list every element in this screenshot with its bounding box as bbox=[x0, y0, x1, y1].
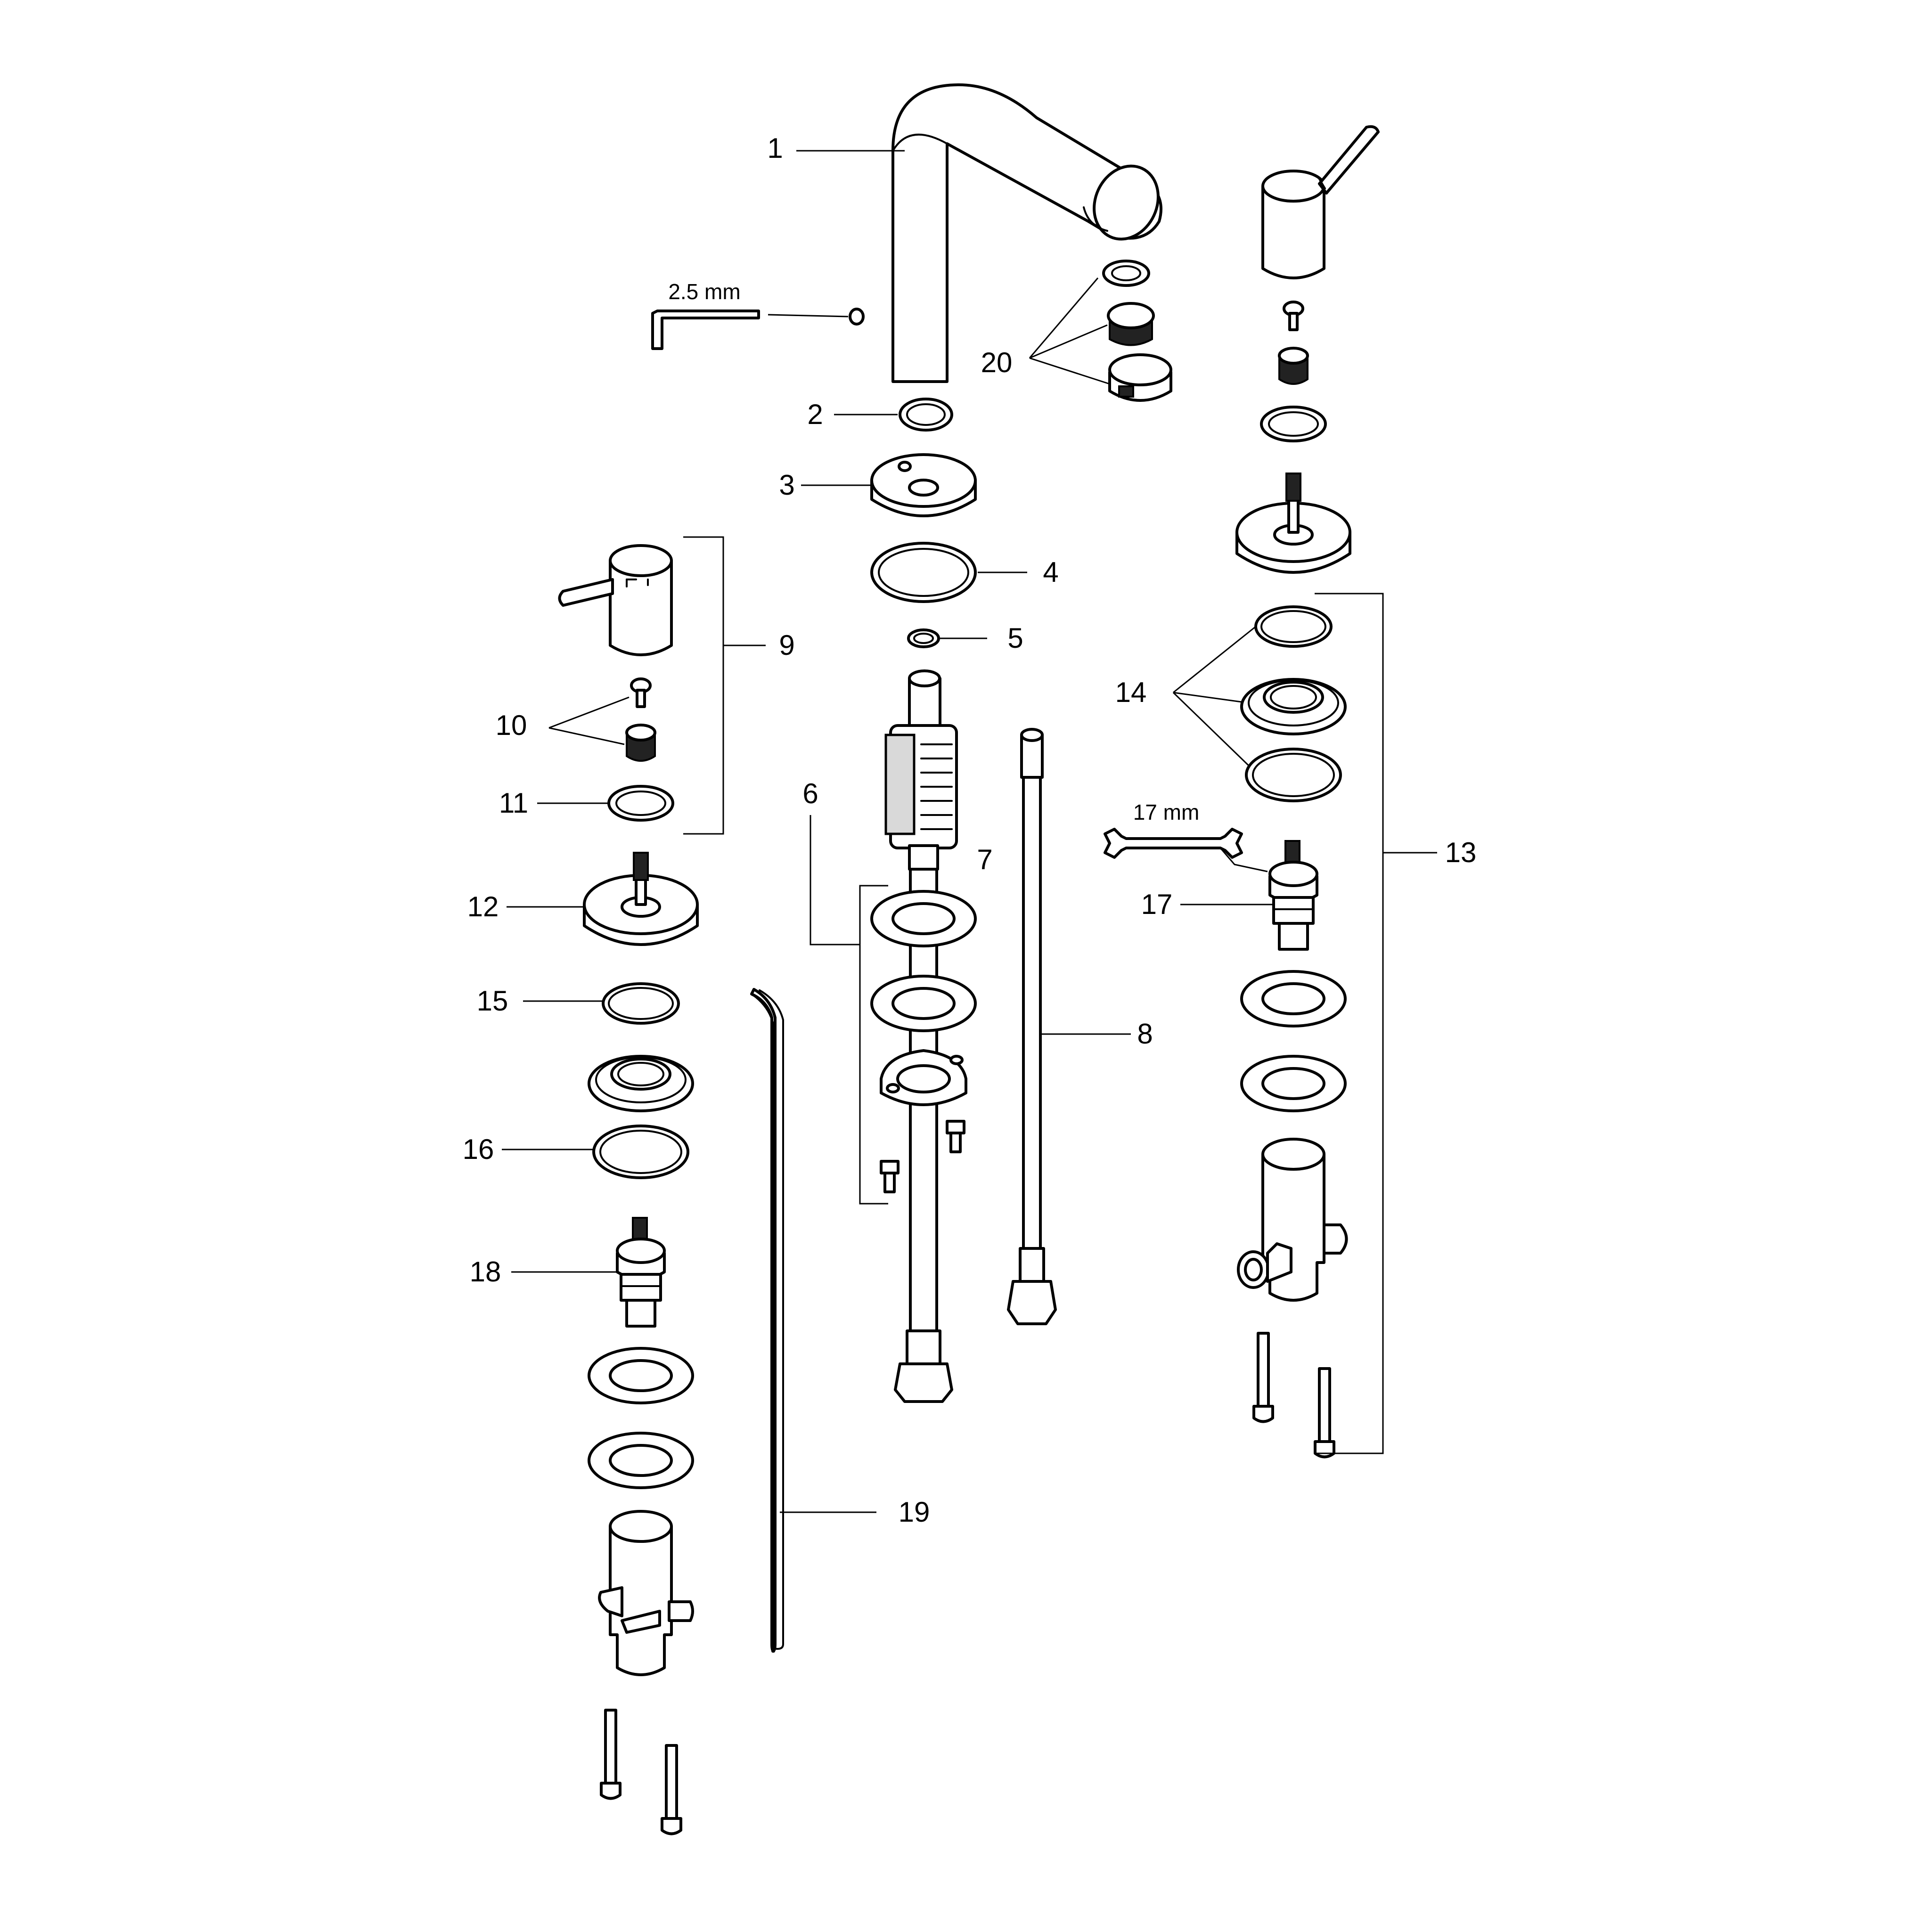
right-adapter-knurled bbox=[1278, 347, 1309, 385]
left-handle bbox=[558, 544, 673, 656]
callout-3: 3 bbox=[779, 469, 794, 501]
left-bolt-2 bbox=[661, 1744, 682, 1835]
leader-14b bbox=[1173, 692, 1242, 703]
callout-16: 16 bbox=[463, 1133, 494, 1165]
right-washer-1 bbox=[1240, 970, 1347, 1027]
left-washer-1 bbox=[588, 1347, 694, 1404]
left-seal-ring bbox=[602, 982, 680, 1025]
right-bolt-2 bbox=[1314, 1367, 1335, 1459]
callout-18: 18 bbox=[470, 1256, 501, 1288]
right-escutcheon bbox=[1235, 473, 1351, 574]
bracket-screw-2 bbox=[880, 1160, 900, 1193]
leader-10a bbox=[548, 696, 630, 729]
valve-body-with-hose bbox=[884, 669, 958, 1403]
wrench-17mm bbox=[1104, 828, 1243, 859]
leader-6 bbox=[810, 815, 860, 946]
callout-13: 13 bbox=[1445, 837, 1477, 868]
left-gasket-stack bbox=[588, 1055, 694, 1112]
large-gasket bbox=[870, 542, 977, 603]
callout-12: 12 bbox=[467, 891, 499, 922]
washer-lower bbox=[870, 975, 977, 1032]
leader-14a bbox=[1173, 626, 1256, 693]
handle-screw bbox=[630, 677, 652, 708]
right-valve-housing bbox=[1237, 1138, 1348, 1302]
right-handle-screw bbox=[1283, 301, 1304, 331]
left-washer-2 bbox=[588, 1432, 694, 1489]
leader-20c bbox=[1029, 357, 1110, 385]
right-seal-ring bbox=[1254, 605, 1333, 648]
right-o-ring bbox=[1245, 748, 1342, 802]
callout-17: 17 bbox=[1141, 889, 1173, 920]
small-o-ring bbox=[907, 628, 940, 648]
right-handle bbox=[1261, 125, 1380, 279]
callout-7: 7 bbox=[977, 844, 992, 875]
bracket-6-inner bbox=[859, 885, 888, 1205]
right-bolt-1 bbox=[1252, 1332, 1274, 1423]
supply-hose bbox=[1007, 728, 1057, 1325]
left-valve-housing bbox=[598, 1510, 694, 1676]
callout-15: 15 bbox=[477, 985, 508, 1017]
callout-8: 8 bbox=[1137, 1018, 1153, 1050]
mounting-bracket bbox=[880, 1049, 967, 1106]
aerator-insert bbox=[1107, 302, 1155, 346]
callout-6: 6 bbox=[802, 778, 818, 809]
right-gasket-stack bbox=[1240, 678, 1347, 735]
callout-2: 2 bbox=[807, 399, 823, 430]
left-ring bbox=[607, 785, 674, 822]
callout-1: 1 bbox=[767, 132, 783, 164]
callout-10: 10 bbox=[496, 709, 527, 741]
callout-9: 9 bbox=[779, 629, 794, 661]
callout-20: 20 bbox=[981, 347, 1013, 378]
aerator-housing bbox=[1108, 353, 1172, 402]
left-bolt-1 bbox=[600, 1709, 622, 1800]
leader-wrench bbox=[1219, 848, 1268, 872]
o-ring bbox=[899, 398, 953, 432]
hex-key-size-label: 2.5 mm bbox=[668, 279, 740, 304]
right-washer-2 bbox=[1240, 1055, 1347, 1112]
left-o-ring bbox=[592, 1125, 689, 1179]
hex-key-2-5mm bbox=[651, 310, 760, 350]
adapter-knurled bbox=[625, 724, 656, 762]
leader-10b bbox=[548, 727, 625, 745]
leader-20a bbox=[1029, 277, 1099, 359]
right-cartridge bbox=[1268, 840, 1318, 951]
left-escutcheon bbox=[583, 852, 699, 946]
callout-19: 19 bbox=[899, 1496, 930, 1528]
callout-11: 11 bbox=[499, 787, 528, 819]
bracket-13 bbox=[1315, 593, 1384, 1454]
spout bbox=[891, 83, 1162, 383]
grub-screw bbox=[849, 308, 865, 326]
pop-up-rod bbox=[750, 988, 784, 1653]
bracket-screw-1 bbox=[946, 1120, 965, 1153]
callout-14: 14 bbox=[1115, 677, 1147, 708]
leader-14c bbox=[1172, 692, 1250, 766]
washer-upper bbox=[870, 890, 977, 947]
callout-5: 5 bbox=[1007, 622, 1023, 654]
aerator-ring bbox=[1102, 260, 1150, 287]
bracket-9 bbox=[683, 536, 724, 835]
leader-hex-key bbox=[768, 314, 849, 318]
left-cartridge bbox=[616, 1217, 666, 1328]
leader-20b bbox=[1029, 324, 1108, 359]
escutcheon-plate bbox=[870, 453, 977, 517]
right-ring bbox=[1260, 406, 1327, 442]
callout-4: 4 bbox=[1043, 556, 1058, 588]
wrench-size-label: 17 mm bbox=[1133, 800, 1200, 824]
